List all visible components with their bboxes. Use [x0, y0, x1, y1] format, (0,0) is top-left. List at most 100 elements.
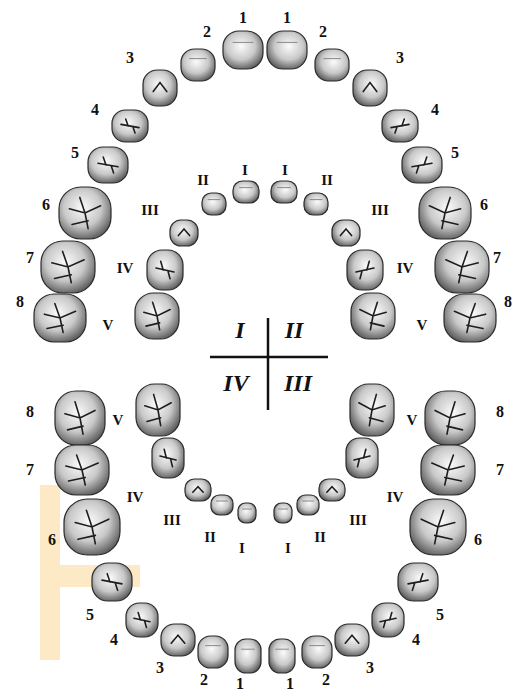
tooth-fissure: [380, 613, 396, 628]
tooth-crown: [143, 70, 177, 106]
tooth-fissure: [206, 645, 221, 646]
tooth-fissure: [421, 510, 455, 544]
watermark-bar: [40, 485, 60, 660]
tooth-crown: [302, 636, 332, 668]
tooth: [419, 187, 471, 239]
tooth: [425, 391, 475, 445]
tooth-number: V: [407, 413, 418, 428]
tooth: [297, 495, 319, 515]
tooth-fissure: [160, 449, 176, 467]
tooth-number: V: [417, 318, 428, 333]
tooth-number: 6: [42, 197, 50, 213]
tooth: [112, 110, 148, 142]
tooth-fissure: [217, 501, 228, 502]
tooth-number: 3: [366, 660, 374, 676]
quadrant-line: [267, 318, 270, 410]
tooth-fissure: [412, 157, 432, 173]
tooth-fissure: [178, 229, 189, 236]
tooth-crown: [372, 603, 404, 637]
tooth-fissure: [171, 635, 185, 643]
tooth-number: IV: [397, 261, 414, 276]
tooth-number: 1: [283, 10, 291, 26]
tooth: [233, 181, 259, 203]
tooth-crown: [55, 445, 109, 495]
tooth-number: 8: [496, 404, 504, 420]
tooth-fissure: [454, 304, 485, 333]
tooth-fissure: [446, 251, 478, 282]
tooth-number: 5: [86, 607, 94, 623]
tooth-fissure: [75, 510, 109, 544]
tooth-number: I: [242, 163, 248, 178]
tooth-number: I: [282, 163, 288, 178]
tooth-fissure: [278, 187, 291, 188]
tooth-number: 6: [480, 197, 488, 213]
tooth: [170, 220, 198, 246]
tooth-number: 2: [322, 672, 330, 688]
tooth-crown: [233, 181, 259, 203]
quadrant-number: III: [284, 371, 312, 395]
tooth-crown: [41, 241, 95, 293]
tooth-crown: [419, 187, 471, 239]
tooth-crown: [398, 563, 438, 601]
tooth-crown: [319, 479, 345, 501]
tooth-number: 5: [436, 607, 444, 623]
tooth-number: 1: [236, 676, 244, 692]
tooth-fissure: [145, 394, 171, 425]
tooth-fissure: [121, 119, 139, 133]
tooth: [211, 495, 233, 515]
tooth-fissure: [435, 402, 465, 434]
tooth-number: V: [113, 413, 124, 428]
tooth-fissure: [153, 83, 167, 92]
quadrant-number: IV: [223, 371, 248, 395]
tooth: [34, 294, 86, 342]
tooth-crown: [274, 503, 292, 523]
tooth-crown: [211, 495, 233, 515]
tooth-number: 5: [71, 145, 79, 161]
tooth-crown: [351, 293, 395, 339]
tooth-crown: [34, 294, 86, 342]
tooth-number: 6: [474, 532, 482, 548]
tooth-number: 6: [48, 532, 56, 548]
tooth-crown: [267, 31, 307, 69]
tooth-number: 1: [286, 676, 294, 692]
tooth: [315, 49, 349, 81]
tooth-crown: [235, 639, 261, 673]
tooth: [152, 438, 184, 478]
tooth: [136, 384, 180, 436]
tooth-crown: [185, 479, 211, 501]
tooth-number: II: [204, 530, 216, 545]
tooth-crown: [382, 110, 418, 142]
tooth-crown: [350, 384, 394, 436]
tooth: [88, 147, 128, 183]
tooth-fissure: [432, 455, 464, 485]
tooth-fissure: [233, 42, 253, 43]
tooth-number: IV: [127, 490, 144, 505]
tooth-number: III: [163, 513, 181, 528]
tooth-number: 7: [496, 462, 504, 478]
tooth: [421, 445, 475, 495]
tooth: [346, 438, 378, 478]
tooth-number: 3: [126, 50, 134, 66]
tooth-fissure: [391, 119, 409, 133]
tooth-crown: [161, 624, 195, 656]
tooth: [410, 499, 466, 555]
tooth-number: I: [285, 541, 291, 556]
tooth-fissure: [44, 304, 75, 333]
tooth-crown: [304, 193, 328, 215]
tooth-fissure: [190, 58, 207, 59]
tooth: [92, 563, 132, 601]
tooth-number: IV: [387, 490, 404, 505]
tooth: [185, 479, 211, 501]
tooth-fissure: [66, 455, 98, 485]
tooth-crown: [238, 503, 256, 523]
tooth-number: 3: [156, 660, 164, 676]
tooth: [269, 639, 295, 673]
tooth-number: 5: [451, 145, 459, 161]
tooth: [161, 624, 195, 656]
tooth-fissure: [354, 449, 370, 467]
tooth: [444, 294, 496, 342]
tooth-number: 8: [16, 294, 24, 310]
tooth: [353, 70, 387, 106]
tooth-number: 7: [26, 462, 34, 478]
